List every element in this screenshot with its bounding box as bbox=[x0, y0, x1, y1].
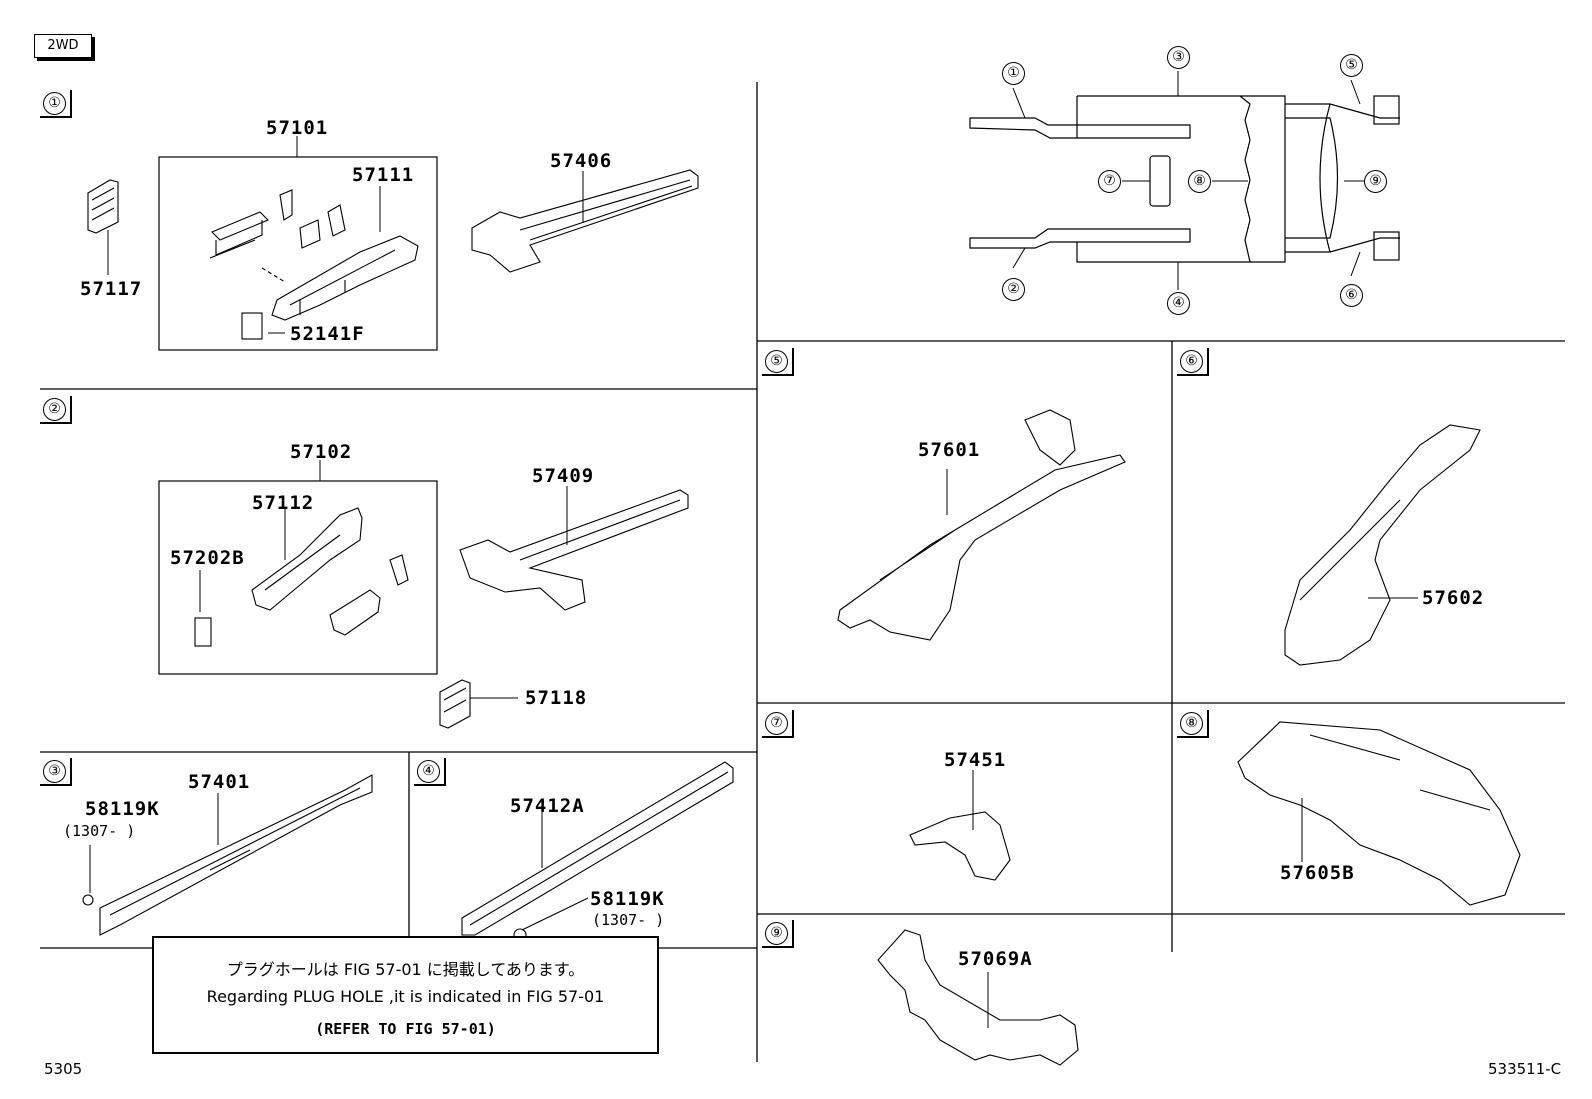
overview-chassis bbox=[969, 95, 1400, 263]
page-code: 5305 bbox=[44, 1060, 83, 1078]
overview-callout-8: ⑧ bbox=[1188, 170, 1211, 193]
section-number-8: ⑧ bbox=[1180, 712, 1203, 735]
part-number-57601: 57601 bbox=[918, 439, 981, 461]
section-number-4: ④ bbox=[417, 760, 440, 783]
part-number-57101: 57101 bbox=[266, 117, 329, 139]
overview-callout-3: ③ bbox=[1167, 46, 1190, 69]
section-marker-8: ⑧ bbox=[1177, 710, 1209, 738]
section-number-5: ⑤ bbox=[765, 350, 788, 373]
part-sketches bbox=[82, 169, 1521, 1066]
overview-callout-7: ⑦ bbox=[1098, 170, 1121, 193]
part-number-57118: 57118 bbox=[525, 687, 588, 709]
section-number-6: ⑥ bbox=[1180, 350, 1203, 373]
section-number-7: ⑦ bbox=[765, 712, 788, 735]
part-number-57451: 57451 bbox=[944, 749, 1007, 771]
section-marker-1: ① bbox=[40, 90, 72, 118]
part-number-57412A: 57412A bbox=[510, 795, 585, 817]
part-number-57602: 57602 bbox=[1422, 587, 1485, 609]
kit-box-57102 bbox=[158, 480, 438, 675]
section-marker-5: ⑤ bbox=[762, 348, 794, 376]
note-reference: (REFER TO FIG 57-01) bbox=[315, 1020, 496, 1038]
overview-callout-1: ① bbox=[1002, 62, 1025, 85]
part-number-57102: 57102 bbox=[290, 441, 353, 463]
part-number-58119K-right: 58119K bbox=[590, 888, 665, 910]
illustration-code: 533511-C bbox=[1488, 1060, 1562, 1078]
variant-tag: 2WD bbox=[34, 34, 92, 58]
kit-box-57101 bbox=[158, 156, 438, 351]
section-number-9: ⑨ bbox=[765, 922, 788, 945]
part-date-58119K-left: (1307- ) bbox=[63, 822, 136, 840]
part-number-57117: 57117 bbox=[80, 278, 143, 300]
overview-callout-5: ⑤ bbox=[1340, 54, 1363, 77]
leader-lines bbox=[89, 136, 1418, 1028]
section-number-1: ① bbox=[43, 92, 66, 115]
note-english: Regarding PLUG HOLE ,it is indicated in … bbox=[206, 987, 605, 1006]
section-marker-6: ⑥ bbox=[1177, 348, 1209, 376]
section-marker-3: ③ bbox=[40, 758, 72, 786]
part-number-57112: 57112 bbox=[252, 492, 315, 514]
part-number-57409: 57409 bbox=[532, 465, 595, 487]
part-number-57401: 57401 bbox=[188, 771, 251, 793]
overview-callout-9: ⑨ bbox=[1364, 170, 1387, 193]
section-marker-7: ⑦ bbox=[762, 710, 794, 738]
part-number-57111: 57111 bbox=[352, 164, 415, 186]
part-number-57069A: 57069A bbox=[958, 948, 1033, 970]
part-date-58119K-right: (1307- ) bbox=[592, 911, 665, 929]
overview-callout-4: ④ bbox=[1167, 292, 1190, 315]
section-marker-2: ② bbox=[40, 396, 72, 424]
part-number-57605B: 57605B bbox=[1280, 862, 1355, 884]
overview-callout-6: ⑥ bbox=[1340, 284, 1363, 307]
section-number-3: ③ bbox=[43, 760, 66, 783]
overview-callout-leaders bbox=[1012, 71, 1375, 290]
section-marker-4: ④ bbox=[414, 758, 446, 786]
part-number-52141F: 52141F bbox=[290, 323, 365, 345]
section-grid bbox=[40, 82, 1565, 1062]
section-number-2: ② bbox=[43, 398, 66, 421]
section-marker-9: ⑨ bbox=[762, 920, 794, 948]
part-number-57406: 57406 bbox=[550, 150, 613, 172]
note-japanese: プラグホールは FIG 57-01 に掲載してあります。 bbox=[226, 960, 585, 979]
plug-hole-note: プラグホールは FIG 57-01 に掲載してあります。 Regarding P… bbox=[152, 936, 659, 1054]
overview-callout-2: ② bbox=[1002, 278, 1025, 301]
part-number-57202B: 57202B bbox=[170, 547, 245, 569]
part-number-58119K-left: 58119K bbox=[85, 798, 160, 820]
